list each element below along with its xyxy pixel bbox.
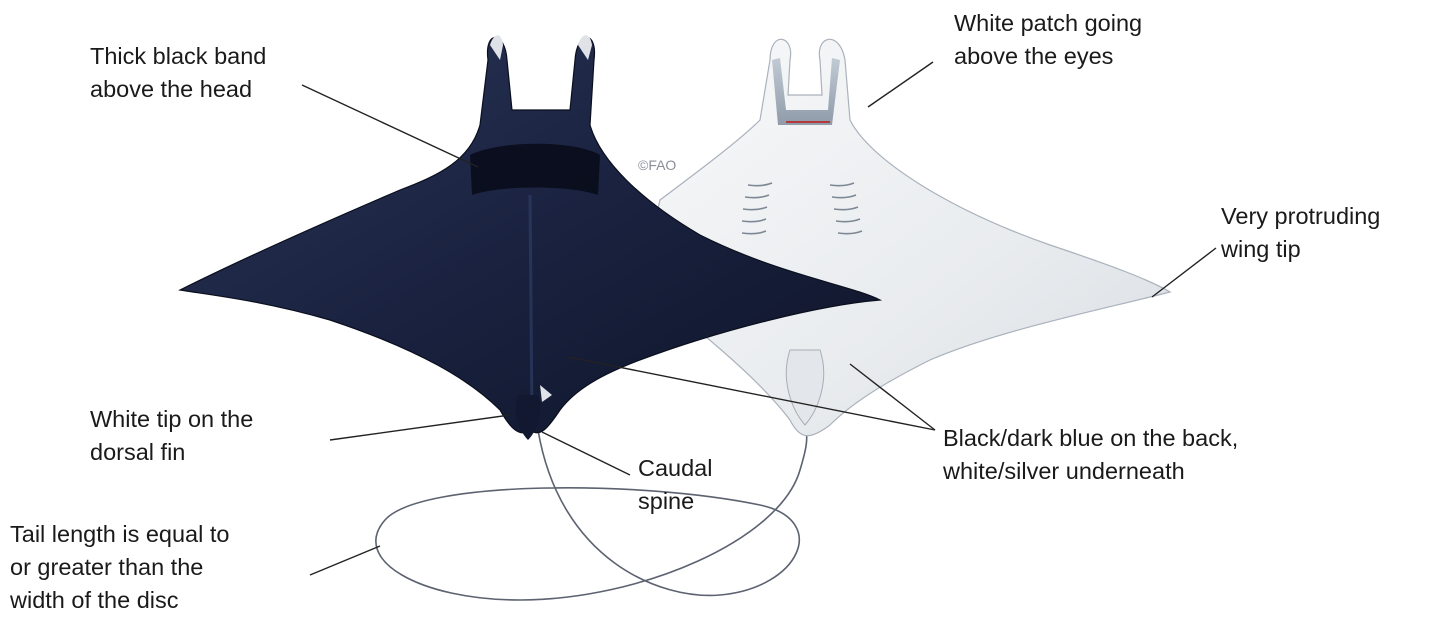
label-black-band: Thick black band above the head: [90, 40, 266, 106]
leader-caudal-spine: [542, 432, 630, 475]
label-line: Very protruding: [1221, 200, 1380, 233]
leader-tail: [310, 546, 380, 575]
leader-dorsal-tip: [330, 415, 510, 440]
label-line: Thick black band: [90, 40, 266, 73]
label-wing-tip: Very protruding wing tip: [1221, 200, 1380, 266]
label-line: wing tip: [1221, 233, 1380, 266]
label-line: White tip on the: [90, 403, 253, 436]
label-line: spine: [638, 485, 712, 518]
label-caudal-spine: Caudal spine: [638, 452, 712, 518]
label-line: Tail length is equal to: [10, 518, 229, 551]
label-line: Caudal: [638, 452, 712, 485]
label-line: width of the disc: [10, 584, 229, 617]
label-line: white/silver underneath: [943, 455, 1238, 488]
label-line: above the eyes: [954, 40, 1142, 73]
label-dorsal-fin: White tip on the dorsal fin: [90, 403, 253, 469]
label-line: Black/dark blue on the back,: [943, 422, 1238, 455]
label-coloration: Black/dark blue on the back, white/silve…: [943, 422, 1238, 488]
leader-white-patch: [868, 62, 933, 107]
ventral-manta: [640, 39, 1170, 435]
label-line: White patch going: [954, 7, 1142, 40]
label-line: or greater than the: [10, 551, 229, 584]
credit-text: ©FAO: [638, 157, 676, 173]
label-line: above the head: [90, 73, 266, 106]
label-tail-length: Tail length is equal to or greater than …: [10, 518, 229, 617]
label-white-patch: White patch going above the eyes: [954, 7, 1142, 73]
leader-wing-tip: [1152, 248, 1216, 297]
label-line: dorsal fin: [90, 436, 253, 469]
leader-band: [302, 85, 478, 167]
